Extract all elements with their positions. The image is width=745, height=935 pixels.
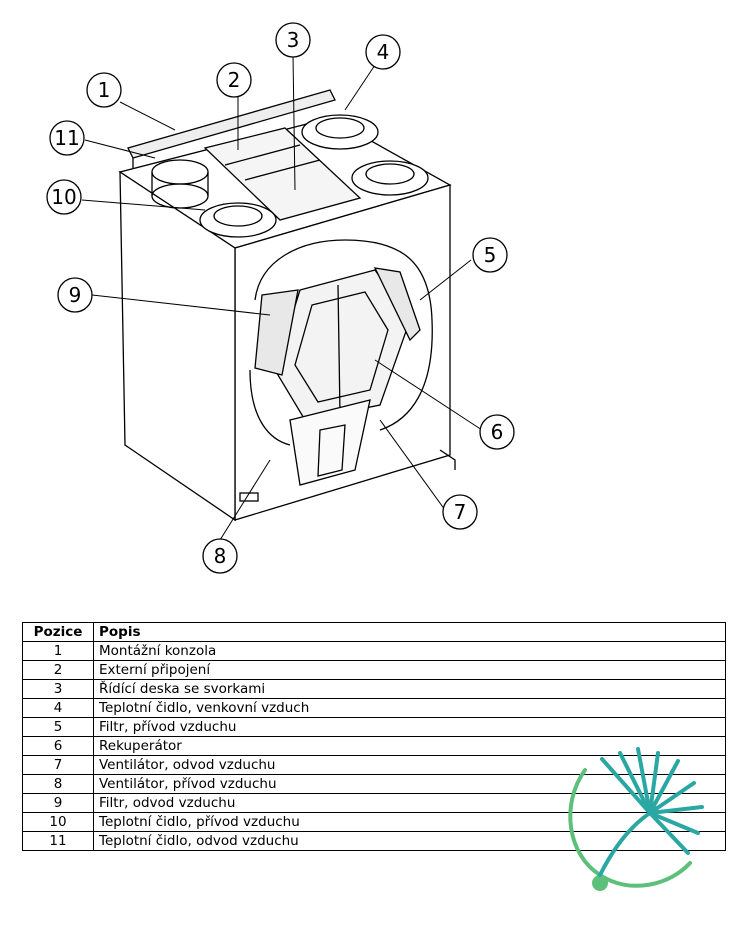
position-cell: 5	[22, 717, 94, 737]
description-column-header: Popis	[93, 622, 726, 642]
callout-leaders	[81, 54, 483, 541]
callout-8: 8	[202, 538, 238, 574]
description-cell: Řídící deska se svorkami	[93, 679, 726, 699]
callout-2: 2	[216, 62, 252, 98]
position-cell: 10	[22, 812, 94, 832]
position-cell: 2	[22, 660, 94, 680]
callout-6: 6	[479, 414, 515, 450]
position-cell: 3	[22, 679, 94, 699]
callout-3: 3	[275, 22, 311, 58]
svg-text:11: 11	[54, 126, 79, 150]
callout-1: 1	[86, 72, 122, 108]
position-cell: 7	[22, 755, 94, 775]
description-cell: Externí připojení	[93, 660, 726, 680]
position-cell: 11	[22, 831, 94, 851]
position-column-header: Pozice	[22, 622, 94, 642]
stylized-plant-logo-icon	[568, 747, 704, 891]
description-cell: Teplotní čidlo, odvod vzduchu	[93, 831, 726, 851]
callout-11: 11	[49, 120, 85, 156]
description-cell: Filtr, přívod vzduchu	[93, 717, 726, 737]
position-cell: 8	[22, 774, 94, 794]
svg-text:1: 1	[98, 78, 111, 102]
callout-markers: 1 2 3 4 5 6 7 8 9 10 11	[46, 22, 515, 574]
position-cell: 4	[22, 698, 94, 718]
svg-text:4: 4	[377, 40, 390, 64]
svg-text:8: 8	[214, 544, 227, 568]
svg-text:5: 5	[484, 243, 497, 267]
description-cell: Filtr, odvod vzduchu	[93, 793, 726, 813]
svg-text:7: 7	[454, 500, 467, 524]
position-cell: 6	[22, 736, 94, 756]
svg-text:10: 10	[51, 185, 76, 209]
position-cell: 9	[22, 793, 94, 813]
unit-exploded-diagram: 1 2 3 4 5 6 7 8 9 10 11	[46, 22, 515, 574]
svg-text:2: 2	[228, 68, 241, 92]
table-header-row: Pozice Popis	[22, 622, 726, 642]
description-cell: Montážní konzola	[93, 641, 726, 661]
svg-text:3: 3	[287, 28, 300, 52]
callout-9: 9	[57, 277, 93, 313]
svg-text:9: 9	[69, 283, 82, 307]
callout-7: 7	[442, 494, 478, 530]
unit-drawing	[118, 89, 456, 522]
callout-5: 5	[472, 237, 508, 273]
svg-text:6: 6	[491, 420, 504, 444]
callout-10: 10	[46, 179, 82, 215]
callout-4: 4	[365, 34, 401, 70]
position-cell: 1	[22, 641, 94, 661]
description-cell: Teplotní čidlo, venkovní vzduch	[93, 698, 726, 718]
